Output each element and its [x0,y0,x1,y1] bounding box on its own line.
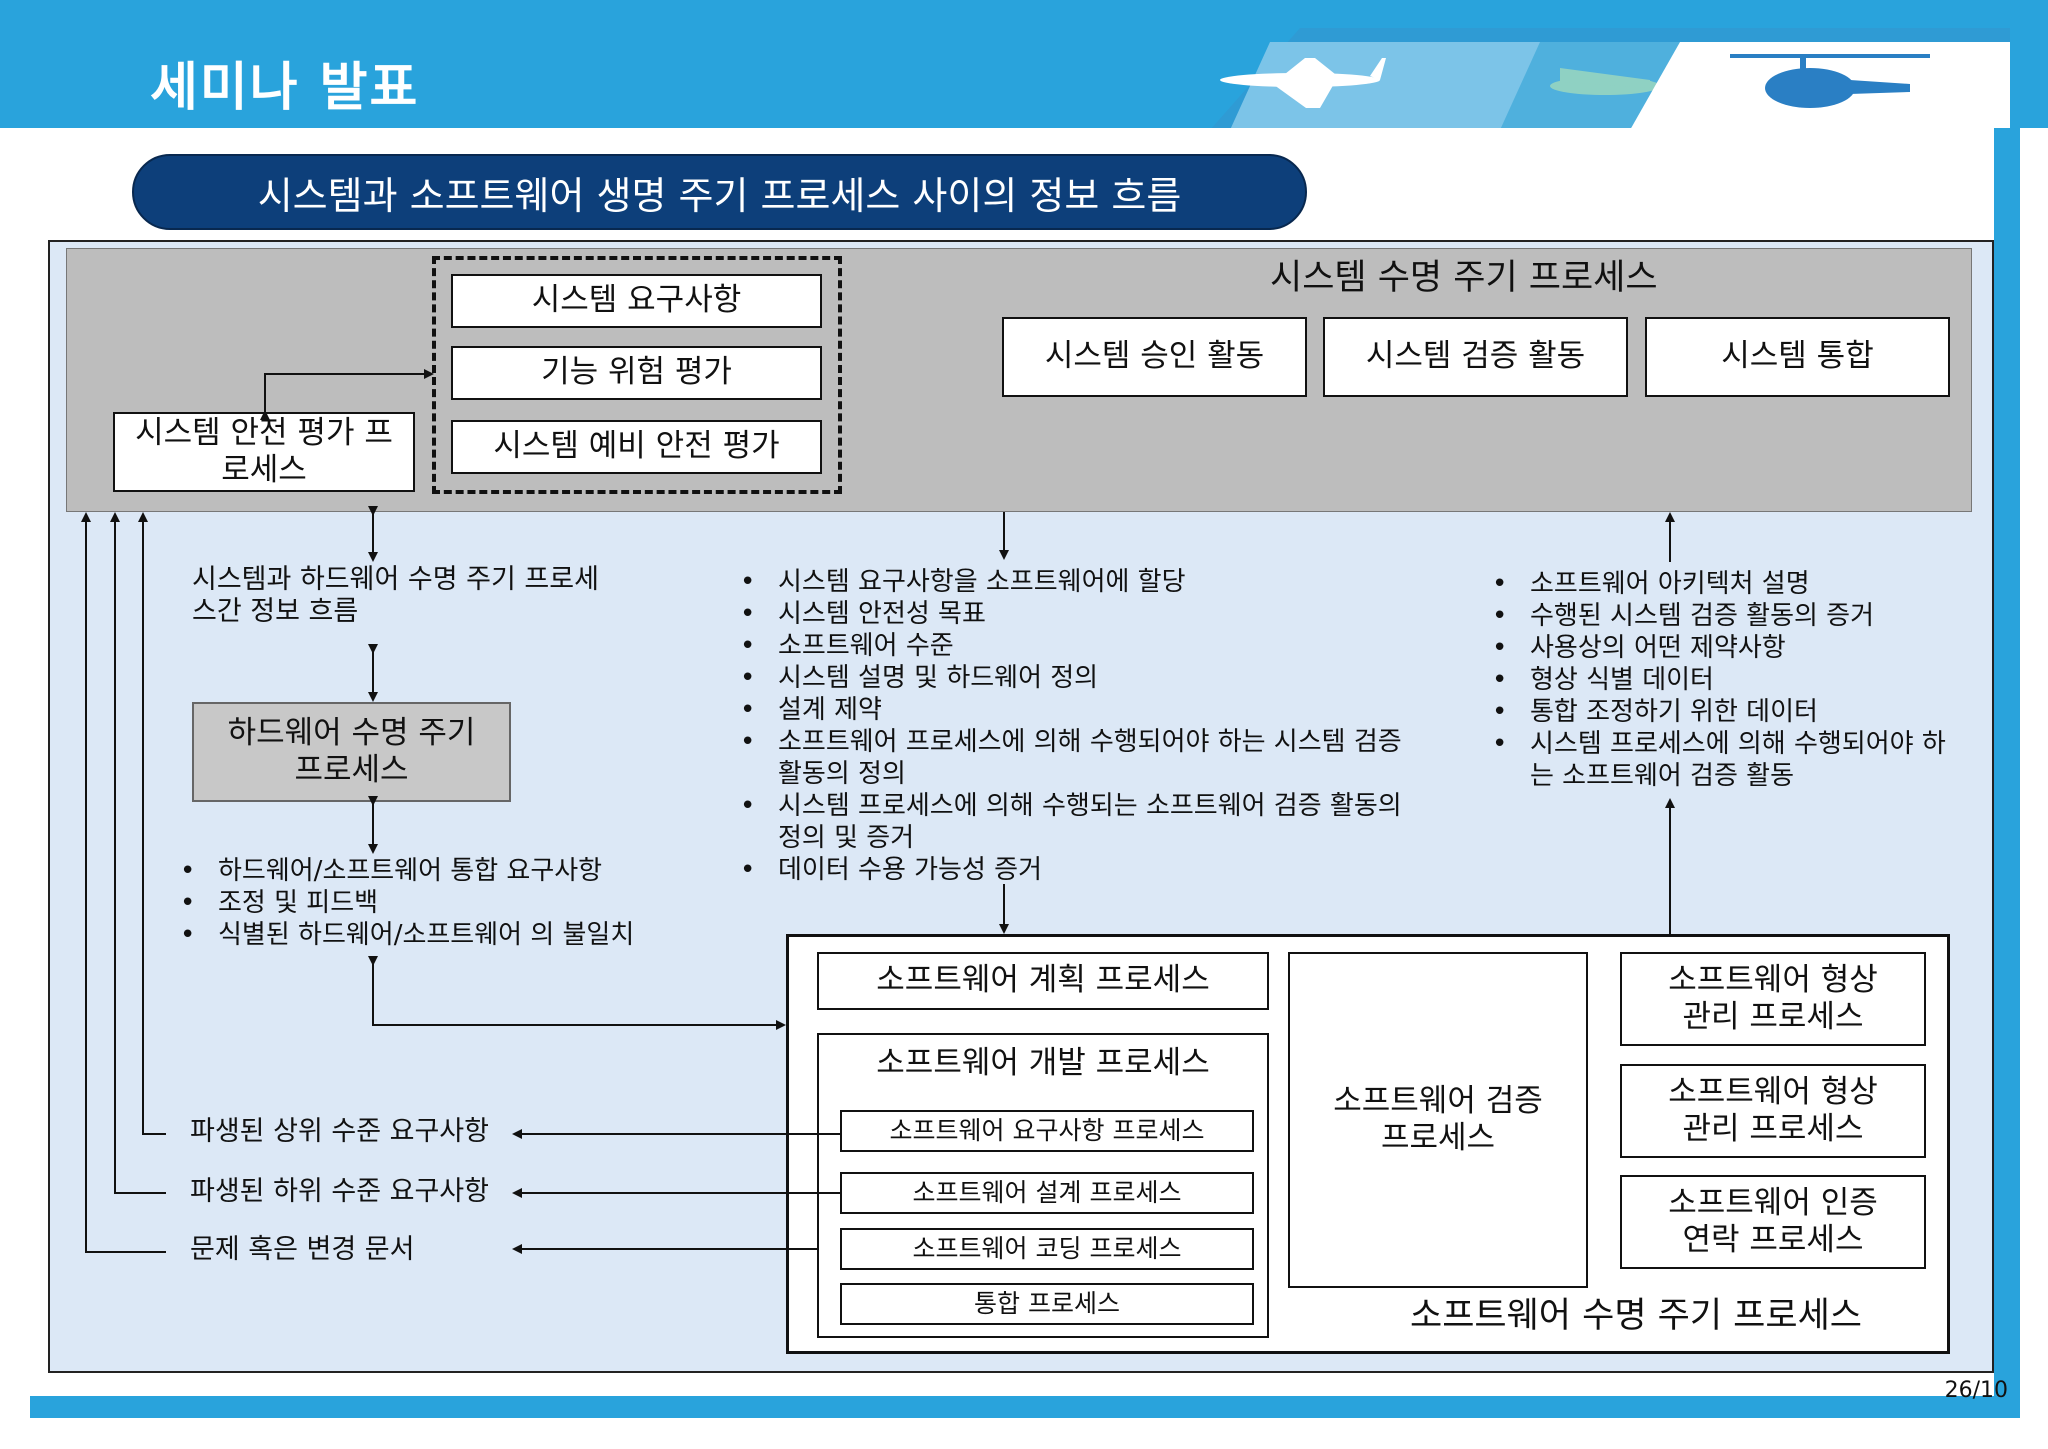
page-number: 26/10 [1945,1378,2008,1403]
